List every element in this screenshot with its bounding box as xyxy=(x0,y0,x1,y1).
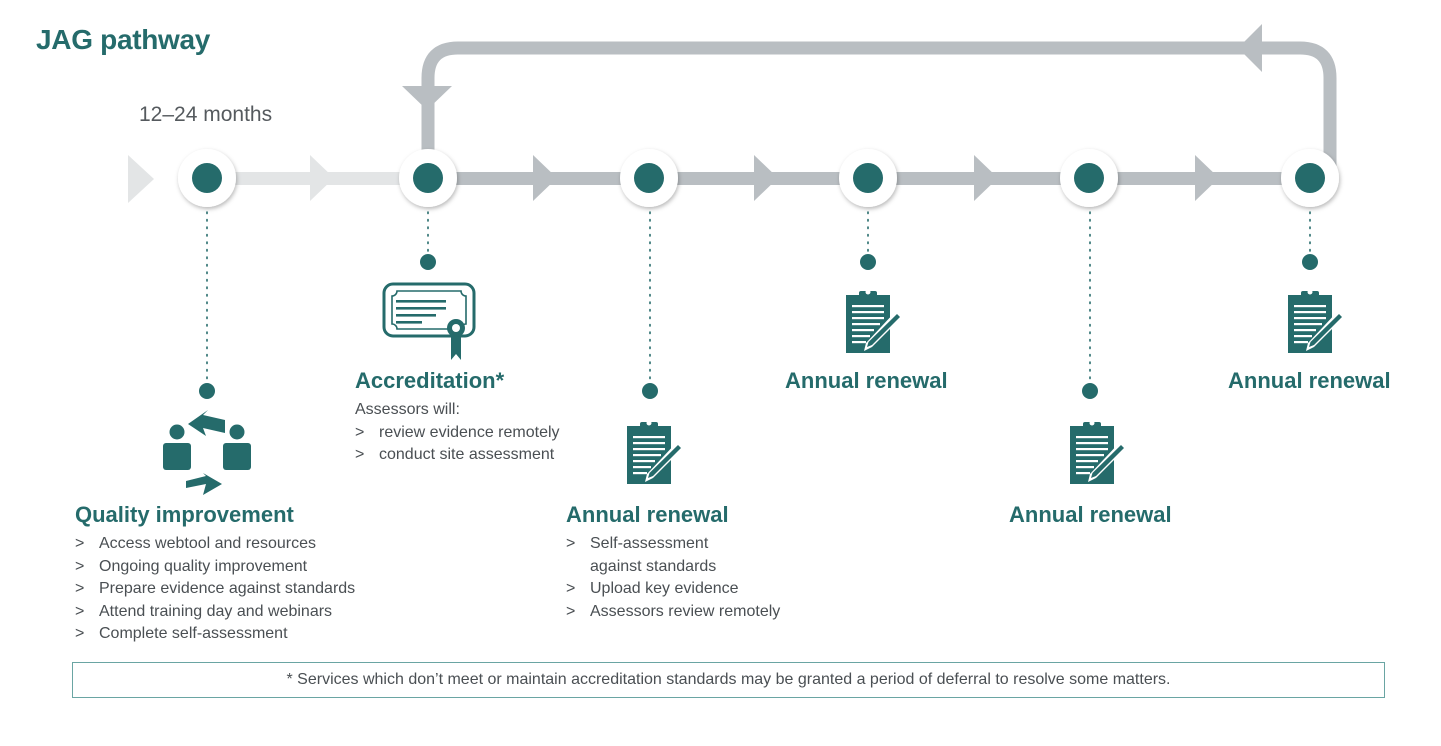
list-item: >conduct site assessment xyxy=(355,444,560,467)
milestone-node-quality xyxy=(178,149,236,207)
list-item: >Prepare evidence against standards xyxy=(75,578,355,601)
milestone-node-renewal-2 xyxy=(839,149,897,207)
list-item: >Attend training day and webinars xyxy=(75,601,355,624)
page-title: JAG pathway xyxy=(36,24,211,55)
start-chevron xyxy=(128,155,154,203)
clipboard-pen-icon-renewal-4 xyxy=(1288,289,1344,353)
bullet-marker: > xyxy=(75,535,85,552)
stage-heading-renewal-3: Annual renewal xyxy=(1009,502,1172,527)
bullet-marker: > xyxy=(566,602,576,620)
list-item: >Upload key evidence xyxy=(566,578,780,601)
bullet-marker: > xyxy=(75,602,85,620)
renewal-loop-line xyxy=(421,41,1337,178)
connector-dot-renewal-2 xyxy=(860,254,876,270)
loop-arrowhead-left xyxy=(1238,24,1262,72)
bullet-marker: > xyxy=(75,580,85,597)
stage-details-accreditation: Assessors will: >review evidence remotel… xyxy=(355,399,560,467)
track-chevron-2 xyxy=(754,155,778,201)
stage-details-renewal-1: > Self-assessment against standards >Uploa… xyxy=(566,533,780,623)
list-item: >Ongoing quality improvement xyxy=(75,556,355,579)
stage-heading-renewal-1: Annual renewal xyxy=(566,502,729,527)
bullet-list: >review evidence remotely >conduct site … xyxy=(355,422,560,467)
stage-heading-accreditation: Accreditation* xyxy=(355,368,505,393)
duration-label: 12–24 months xyxy=(139,103,273,126)
list-item: >Complete self-assessment xyxy=(75,623,355,646)
bullet-list: >Access webtool and resources >Ongoing q… xyxy=(75,533,355,646)
bullet-marker: > xyxy=(355,423,365,441)
bullet-marker: > xyxy=(566,535,576,552)
connector-dot-quality xyxy=(199,383,215,399)
stage-heading-renewal-2: Annual renewal xyxy=(785,368,948,393)
stage-heading-renewal-4: Annual renewal xyxy=(1228,368,1391,393)
prep-track-chevron xyxy=(310,155,334,201)
track-chevron-1 xyxy=(533,155,557,201)
bullet-list: > Self-assessment against standards >Uploa… xyxy=(566,533,780,623)
bullet-marker: > xyxy=(75,625,85,642)
clipboard-pen-icon-renewal-1 xyxy=(627,420,683,484)
stage-heading-quality: Quality improvement xyxy=(75,502,294,527)
list-item: > Self-assessment against standards xyxy=(566,533,780,578)
bullet-text-line: against standards xyxy=(590,557,717,575)
bullet-marker: > xyxy=(566,580,576,597)
milestone-node-accreditation xyxy=(399,149,457,207)
list-item: >Assessors review remotely xyxy=(566,601,780,624)
connector-dot-accreditation xyxy=(420,254,436,270)
connector-dot-renewal-4 xyxy=(1302,254,1318,270)
clipboard-pen-icon-renewal-3 xyxy=(1070,420,1126,484)
loop-arrowhead-down xyxy=(402,86,452,110)
bullet-marker: > xyxy=(75,557,85,575)
certificate-icon xyxy=(382,282,476,360)
people-cycle-icon xyxy=(163,410,251,495)
milestone-node-renewal-1 xyxy=(620,149,678,207)
bullet-text-line: Self-assessment xyxy=(590,535,709,552)
milestone-node-renewal-4 xyxy=(1281,149,1339,207)
footnote-box: * Services which don’t meet or maintain … xyxy=(72,662,1385,698)
footnote-text: * Services which don’t meet or maintain … xyxy=(286,671,1171,688)
milestone-node-renewal-3 xyxy=(1060,149,1118,207)
list-item: >Access webtool and resources xyxy=(75,533,355,556)
stage-details-quality: >Access webtool and resources >Ongoing q… xyxy=(75,533,355,646)
bullet-marker: > xyxy=(355,446,365,463)
clipboard-pen-icon-renewal-2 xyxy=(846,289,902,353)
track-chevron-4 xyxy=(1195,155,1219,201)
connector-dot-renewal-3 xyxy=(1082,383,1098,399)
track-chevron-3 xyxy=(974,155,998,201)
accreditation-intro: Assessors will: xyxy=(355,401,460,418)
connector-dot-renewal-1 xyxy=(642,383,658,399)
list-item: >review evidence remotely xyxy=(355,422,560,445)
